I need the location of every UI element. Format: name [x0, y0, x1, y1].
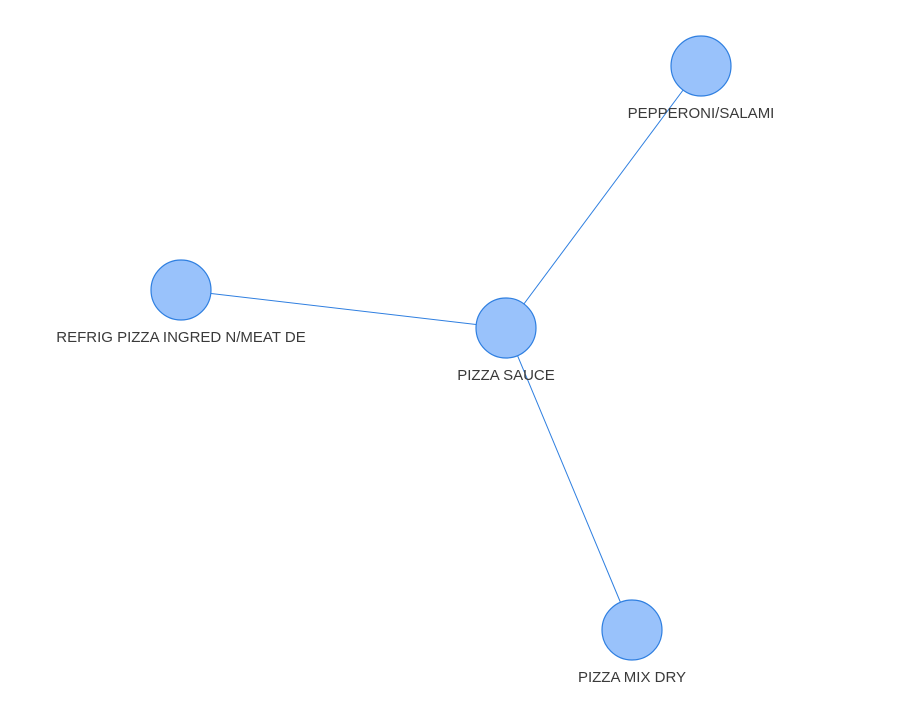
- edge-pizza_sauce-pepperoni: [505, 65, 702, 329]
- node-label: PIZZA SAUCE: [457, 367, 555, 384]
- node-label: REFRIG PIZZA INGRED N/MEAT DE: [56, 329, 305, 346]
- node-circle[interactable]: [475, 297, 537, 359]
- edge-pizza_sauce-mix_dry: [505, 327, 633, 631]
- node-circle[interactable]: [150, 259, 212, 321]
- nodes-layer: PIZZA SAUCE PEPPERONI/SALAMI REFRIG PIZZA …: [56, 35, 775, 686]
- edges-layer: [180, 65, 702, 631]
- node-circle[interactable]: [670, 35, 732, 97]
- node-label: PEPPERONI/SALAMI: [628, 105, 775, 122]
- node-pizza-sauce[interactable]: PIZZA SAUCE: [457, 297, 555, 384]
- node-label: PIZZA MIX DRY: [578, 669, 686, 686]
- node-mix-dry[interactable]: PIZZA MIX DRY: [578, 599, 686, 686]
- node-pepperoni[interactable]: PEPPERONI/SALAMI: [628, 35, 775, 122]
- node-refrig[interactable]: REFRIG PIZZA INGRED N/MEAT DE: [56, 259, 306, 346]
- node-circle[interactable]: [601, 599, 663, 661]
- edge-pizza_sauce-refrig: [180, 289, 507, 329]
